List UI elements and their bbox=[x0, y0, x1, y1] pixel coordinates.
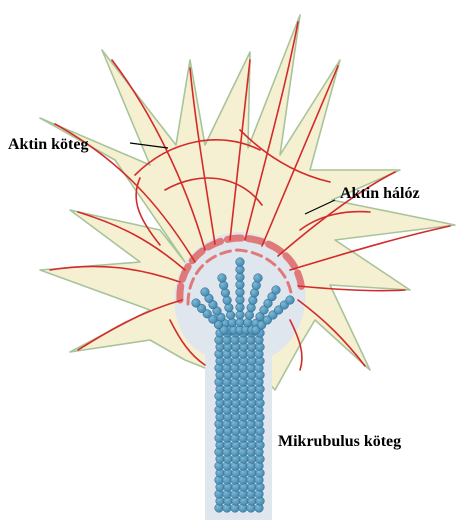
microtubule-subunit bbox=[254, 274, 263, 283]
microtubule-subunit bbox=[249, 296, 258, 305]
microtubule-subunit bbox=[286, 296, 295, 305]
microtubule-subunit bbox=[250, 289, 259, 298]
microtubule-subunit bbox=[226, 311, 235, 320]
microtubule-subunit bbox=[245, 311, 254, 320]
microtubule-bundle-label: Mikrubulus köteg bbox=[278, 433, 401, 450]
microtubule-subunit bbox=[236, 258, 245, 267]
microtubule-subunit bbox=[247, 303, 256, 312]
actin-network-label: Aktin hálóz bbox=[340, 185, 420, 202]
actin-bundle-label: Aktin köteg bbox=[8, 136, 88, 153]
microtubule-subunit bbox=[228, 318, 237, 327]
microtubule-subunit bbox=[221, 289, 230, 298]
microtubule-subunit bbox=[243, 318, 252, 327]
microtubule-subunit bbox=[223, 296, 232, 305]
microtubule-subunit bbox=[225, 303, 234, 312]
microtubule-subunit bbox=[192, 299, 201, 308]
microtubule-subunit bbox=[272, 286, 281, 295]
microtubule-subunit bbox=[201, 288, 210, 297]
microtubule-subunit bbox=[252, 281, 261, 290]
microtubule-subunit bbox=[218, 274, 227, 283]
microtubule-subunit bbox=[219, 281, 228, 290]
